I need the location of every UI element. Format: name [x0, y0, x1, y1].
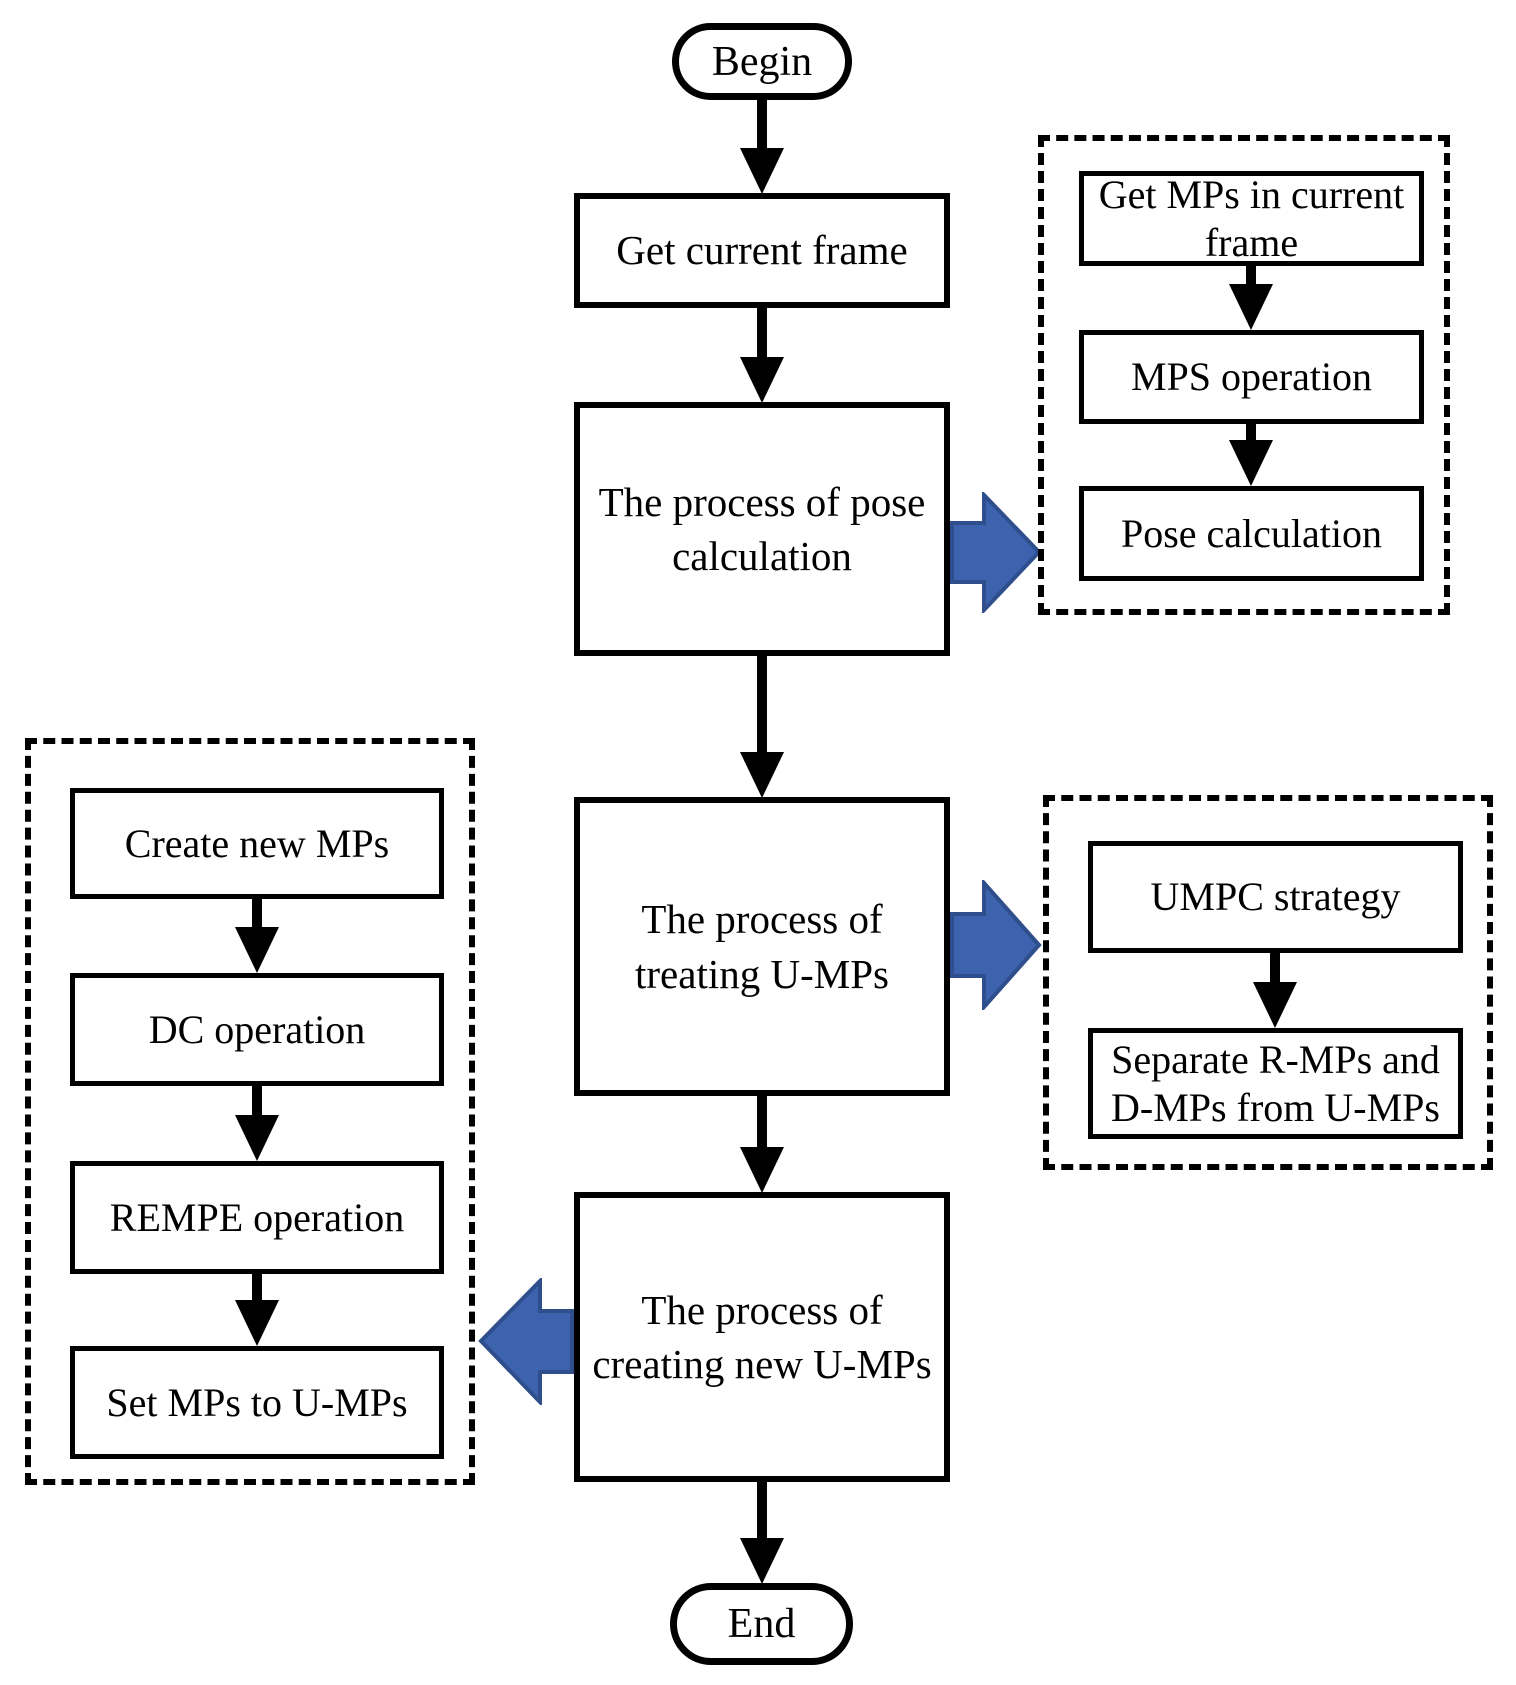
subflow-arrow-rempe-to-set [235, 1274, 279, 1346]
arrow-shaft [757, 100, 767, 152]
substep-get-mps-label: Get MPs in current frame [1098, 172, 1405, 265]
substep-create-new-mps: Create new MPs [70, 788, 444, 899]
substep-mps-operation-label: MPS operation [1130, 354, 1373, 400]
step-treating-umps: The process of treating U-MPs [574, 797, 950, 1096]
substep-pose-calculation-label: Pose calculation [1120, 510, 1383, 556]
arrow-shaft [1246, 266, 1256, 288]
step-pose-process: The process of pose calculation [574, 402, 950, 656]
arrow-shaft [252, 1274, 262, 1304]
flow-arrow-pose-to-treating [740, 656, 784, 798]
arrow-head-icon [235, 1300, 279, 1346]
substep-rempe-operation-label: REMPE operation [109, 1194, 405, 1240]
group-treating-subflow: UMPC strategy Separate R-MPs and D-MPs f… [1043, 795, 1493, 1170]
substep-create-new-mps-label: Create new MPs [124, 820, 390, 866]
subflow-arrow-umpc-to-separate [1253, 953, 1297, 1028]
begin-terminator: Begin [672, 23, 852, 100]
arrow-shaft [1270, 953, 1280, 986]
subflow-arrow-getmps-to-mps [1229, 266, 1273, 330]
arrow-head-icon [1253, 982, 1297, 1028]
substep-dc-operation-label: DC operation [148, 1006, 366, 1052]
subflow-arrow-dc-to-rempe [235, 1086, 279, 1161]
substep-dc-operation: DC operation [70, 973, 444, 1086]
substep-get-mps: Get MPs in current frame [1079, 171, 1424, 266]
arrow-head-icon [1229, 440, 1273, 486]
block-arrow-pose-right-icon [950, 492, 1042, 613]
subflow-arrow-mps-to-posecalc [1229, 424, 1273, 486]
arrow-shaft [252, 899, 262, 931]
block-arrow-creating-left-icon [478, 1278, 574, 1405]
begin-label: Begin [711, 38, 813, 85]
arrow-head-icon [740, 1147, 784, 1193]
arrow-head-icon [740, 148, 784, 194]
group-creating-subflow: Create new MPs DC operation REMPE operat… [25, 738, 475, 1485]
arrow-shaft [757, 1482, 767, 1542]
block-arrow-treating-right-icon [950, 880, 1042, 1010]
step-creating-umps-label: The process of creating new U-MPs [592, 1286, 932, 1387]
arrow-shaft [1246, 424, 1256, 444]
arrow-shaft [252, 1086, 262, 1119]
substep-separate-mps: Separate R-MPs and D-MPs from U-MPs [1088, 1028, 1463, 1139]
arrow-head-icon [740, 752, 784, 798]
substep-rempe-operation: REMPE operation [70, 1161, 444, 1274]
substep-set-mps-to-umps-label: Set MPs to U-MPs [106, 1379, 408, 1425]
flow-arrow-creating-to-end [740, 1482, 784, 1584]
subflow-arrow-create-to-dc [235, 899, 279, 973]
flow-arrow-begin-to-frame [740, 100, 784, 194]
step-treating-umps-label: The process of treating U-MPs [635, 896, 889, 997]
substep-separate-mps-label: Separate R-MPs and D-MPs from U-MPs [1111, 1037, 1440, 1130]
step-get-current-frame: Get current frame [574, 193, 950, 308]
substep-mps-operation: MPS operation [1079, 330, 1424, 424]
arrow-shaft [757, 1096, 767, 1151]
group-pose-subflow: Get MPs in current frame MPS operation P… [1038, 135, 1450, 615]
arrow-head-icon [740, 1538, 784, 1584]
arrow-head-icon [235, 1115, 279, 1161]
step-get-current-frame-label: Get current frame [616, 227, 908, 274]
flow-arrow-frame-to-pose [740, 308, 784, 403]
end-label: End [727, 1601, 796, 1647]
step-pose-process-label: The process of pose calculation [598, 478, 926, 579]
substep-umpc-strategy-label: UMPC strategy [1150, 874, 1401, 920]
end-terminator: End [670, 1583, 853, 1665]
substep-umpc-strategy: UMPC strategy [1088, 841, 1463, 953]
substep-pose-calculation: Pose calculation [1079, 486, 1424, 581]
arrow-head-icon [235, 927, 279, 973]
step-creating-umps: The process of creating new U-MPs [574, 1192, 950, 1482]
flow-arrow-treating-to-creating [740, 1096, 784, 1193]
arrow-shaft [757, 656, 767, 756]
arrow-shaft [757, 308, 767, 361]
arrow-head-icon [740, 357, 784, 403]
substep-set-mps-to-umps: Set MPs to U-MPs [70, 1346, 444, 1459]
arrow-head-icon [1229, 284, 1273, 330]
